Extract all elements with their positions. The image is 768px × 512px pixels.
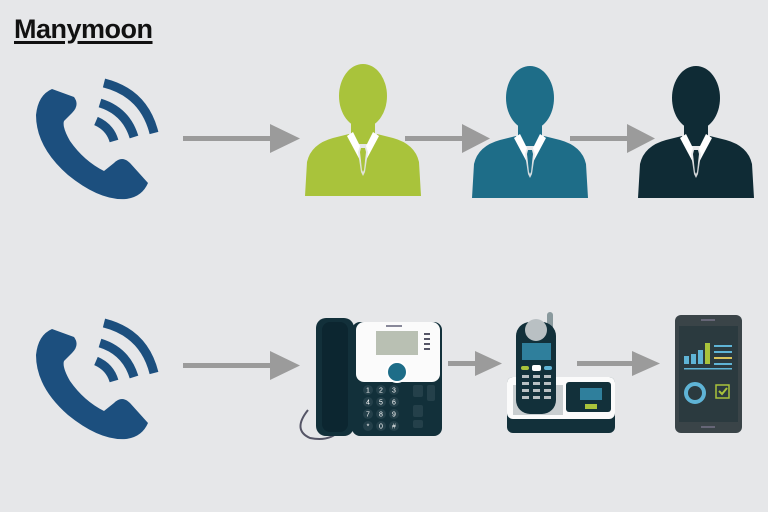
- keypad-key-label: 7: [366, 412, 370, 419]
- keypad-key: [363, 397, 373, 407]
- phone-call-icon: [36, 83, 154, 199]
- person-icon-green: [305, 64, 421, 196]
- phone-call-icon: [36, 323, 154, 439]
- keypad-key-label: 3: [392, 388, 396, 395]
- keypad-key-label: 5: [379, 400, 383, 407]
- keypad-key-label: #: [392, 424, 396, 431]
- keypad-key-label: 1: [366, 388, 370, 395]
- desk-phone-icon: 1 2 3 4 5 6 7 8 9 * 0 #: [299, 318, 442, 440]
- manymoon-logo: Manymoon: [14, 14, 153, 44]
- keypad-key-label: 6: [392, 400, 396, 407]
- arrow-icon: [183, 124, 300, 153]
- keypad-key-label: 8: [379, 412, 383, 419]
- keypad-key: [363, 421, 373, 431]
- keypad-key: [376, 385, 386, 395]
- cordless-phone-icon: [507, 312, 615, 433]
- person-icon-teal: [472, 66, 588, 198]
- keypad-key: [376, 397, 386, 407]
- keypad-key-label: 9: [392, 412, 396, 419]
- arrow-icon: [405, 124, 490, 153]
- smartphone-icon: [675, 315, 742, 433]
- keypad-key: [363, 409, 373, 419]
- keypad-key: [376, 409, 386, 419]
- keypad-key: [389, 421, 399, 431]
- keypad-key-label: 4: [366, 400, 370, 407]
- keypad-key-label: *: [367, 424, 370, 431]
- keypad-key: [389, 397, 399, 407]
- keypad-key-label: 0: [379, 424, 383, 431]
- keypad-key: [363, 385, 373, 395]
- keypad-key-label: 2: [379, 388, 383, 395]
- keypad-key: [389, 385, 399, 395]
- keypad-key: [376, 421, 386, 431]
- person-icon-dark: [638, 66, 754, 198]
- arrow-icon: [183, 351, 300, 380]
- arrow-icon: [570, 124, 655, 153]
- arrow-icon: [448, 351, 502, 376]
- arrow-icon: [577, 351, 660, 376]
- keypad-key: [389, 409, 399, 419]
